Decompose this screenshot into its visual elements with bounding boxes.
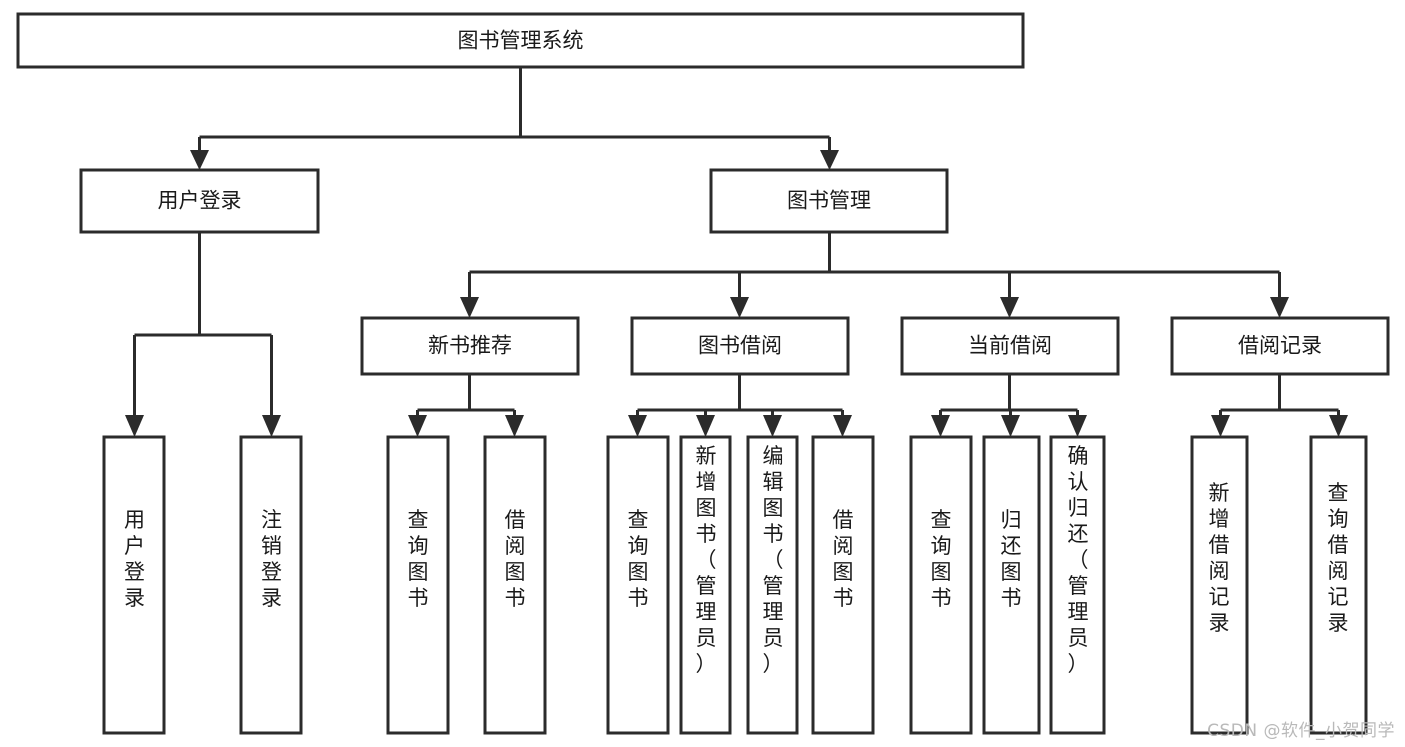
arrow-leaf-user-login xyxy=(125,415,144,437)
arrow-leaf-br-query xyxy=(1329,415,1348,437)
node-book-borrow-label: 图书借阅 xyxy=(698,334,782,358)
arrow-to-new-book-rec xyxy=(460,297,479,318)
leaf-bb-query-book-label: 查询图书 xyxy=(628,508,649,610)
leaf-cb-return-book-label: 归还图书 xyxy=(1001,508,1022,610)
leaf-cb-return-book-box[interactable] xyxy=(982,435,1041,735)
leaf-logout[interactable]: 注销登录 xyxy=(239,435,303,735)
arrow-leaf-nbr-borrow xyxy=(505,415,524,437)
leaf-bb-add-book-box[interactable] xyxy=(679,435,732,735)
leaf-br-query-record-label: 查询借阅记录 xyxy=(1328,481,1349,635)
node-root-box[interactable] xyxy=(16,12,1025,69)
leaf-user-login-label: 用户登录 xyxy=(124,508,145,610)
leaf-nbr-borrow-book-label: 借阅图书 xyxy=(505,508,526,610)
node-current-borrow[interactable]: 当前借阅 xyxy=(900,316,1120,376)
node-current-borrow-box[interactable] xyxy=(900,316,1120,376)
leaf-nbr-query-book-label: 查询图书 xyxy=(408,508,429,610)
node-user-login-label: 用户登录 xyxy=(158,189,242,213)
leaf-cb-query-book-label: 查询图书 xyxy=(931,508,952,610)
arrow-to-book-manage xyxy=(820,150,839,170)
leaf-bb-add-book-label: 新增图书（管理员） xyxy=(696,444,717,676)
leaf-br-query-record-box[interactable] xyxy=(1309,435,1368,735)
leaf-bb-borrow-book-label: 借阅图书 xyxy=(833,508,854,610)
arrow-to-current-borrow xyxy=(1000,297,1019,318)
arrow-leaf-bb-query xyxy=(628,415,647,437)
leaf-bb-query-book-box[interactable] xyxy=(606,435,670,735)
leaf-logout-label: 注销登录 xyxy=(261,508,282,610)
leaf-bb-add-book[interactable]: 新增图书（管理员） xyxy=(679,435,732,735)
node-current-borrow-label: 当前借阅 xyxy=(968,334,1052,358)
arrow-leaf-cb-confirm xyxy=(1068,415,1087,437)
node-root-label: 图书管理系统 xyxy=(458,29,584,53)
node-new-book-recommend-label: 新书推荐 xyxy=(428,334,512,358)
arrow-leaf-cb-query xyxy=(931,415,950,437)
leaf-bb-edit-book-label: 编辑图书（管理员） xyxy=(763,444,784,676)
leaf-bb-borrow-book-box[interactable] xyxy=(811,435,875,735)
leaf-bb-edit-book-box[interactable] xyxy=(746,435,799,735)
leaf-user-login-box[interactable] xyxy=(102,435,166,735)
leaf-nbr-borrow-book-box[interactable] xyxy=(483,435,547,735)
node-user-login-box[interactable] xyxy=(79,168,320,234)
arrow-leaf-nbr-query xyxy=(408,415,427,437)
arrow-to-user-login xyxy=(190,150,209,170)
node-root[interactable]: 图书管理系统 xyxy=(16,12,1025,69)
arrow-leaf-bb-borrow xyxy=(833,415,852,437)
node-borrow-record-box[interactable] xyxy=(1170,316,1390,376)
connector-layer xyxy=(125,67,1348,437)
arrow-leaf-br-add xyxy=(1211,415,1230,437)
node-borrow-record[interactable]: 借阅记录 xyxy=(1170,316,1390,376)
node-book-borrow[interactable]: 图书借阅 xyxy=(630,316,850,376)
node-book-manage-label: 图书管理 xyxy=(787,189,871,213)
node-user-login[interactable]: 用户登录 xyxy=(79,168,320,234)
leaf-cb-confirm-return-label: 确认归还（管理员） xyxy=(1068,444,1089,676)
arrow-to-book-borrow xyxy=(730,297,749,318)
leaf-logout-box[interactable] xyxy=(239,435,303,735)
leaf-bb-query-book[interactable]: 查询图书 xyxy=(606,435,670,735)
node-new-book-recommend[interactable]: 新书推荐 xyxy=(360,316,580,376)
leaf-bb-edit-book[interactable]: 编辑图书（管理员） xyxy=(746,435,799,735)
arrow-leaf-bb-add xyxy=(696,415,715,437)
leaf-cb-return-book[interactable]: 归还图书 xyxy=(982,435,1041,735)
leaf-cb-query-book[interactable]: 查询图书 xyxy=(909,435,973,735)
leaf-br-add-record-label: 新增借阅记录 xyxy=(1209,481,1230,635)
arrow-to-borrow-record xyxy=(1270,297,1289,318)
leaf-nbr-query-book-box[interactable] xyxy=(386,435,450,735)
leaf-nbr-borrow-book[interactable]: 借阅图书 xyxy=(483,435,547,735)
leaf-bb-borrow-book[interactable]: 借阅图书 xyxy=(811,435,875,735)
leaf-br-add-record-box[interactable] xyxy=(1190,435,1249,735)
arrow-leaf-cb-return xyxy=(1001,415,1020,437)
arrow-leaf-logout xyxy=(262,415,281,437)
leaf-user-login[interactable]: 用户登录 xyxy=(102,435,166,735)
csdn-watermark: CSDN @软件_小贺同学 xyxy=(1207,721,1395,741)
leaf-br-add-record[interactable]: 新增借阅记录 xyxy=(1190,435,1249,735)
node-book-manage-box[interactable] xyxy=(709,168,949,234)
node-book-manage[interactable]: 图书管理 xyxy=(709,168,949,234)
leaf-cb-confirm-return-box[interactable] xyxy=(1049,435,1106,735)
leaf-cb-query-book-box[interactable] xyxy=(909,435,973,735)
node-borrow-record-label: 借阅记录 xyxy=(1238,334,1322,358)
leaf-nbr-query-book[interactable]: 查询图书 xyxy=(386,435,450,735)
leaf-cb-confirm-return[interactable]: 确认归还（管理员） xyxy=(1049,435,1106,735)
leaf-br-query-record[interactable]: 查询借阅记录 xyxy=(1309,435,1368,735)
arrow-leaf-bb-edit xyxy=(763,415,782,437)
node-new-book-recommend-box[interactable] xyxy=(360,316,580,376)
node-book-borrow-box[interactable] xyxy=(630,316,850,376)
